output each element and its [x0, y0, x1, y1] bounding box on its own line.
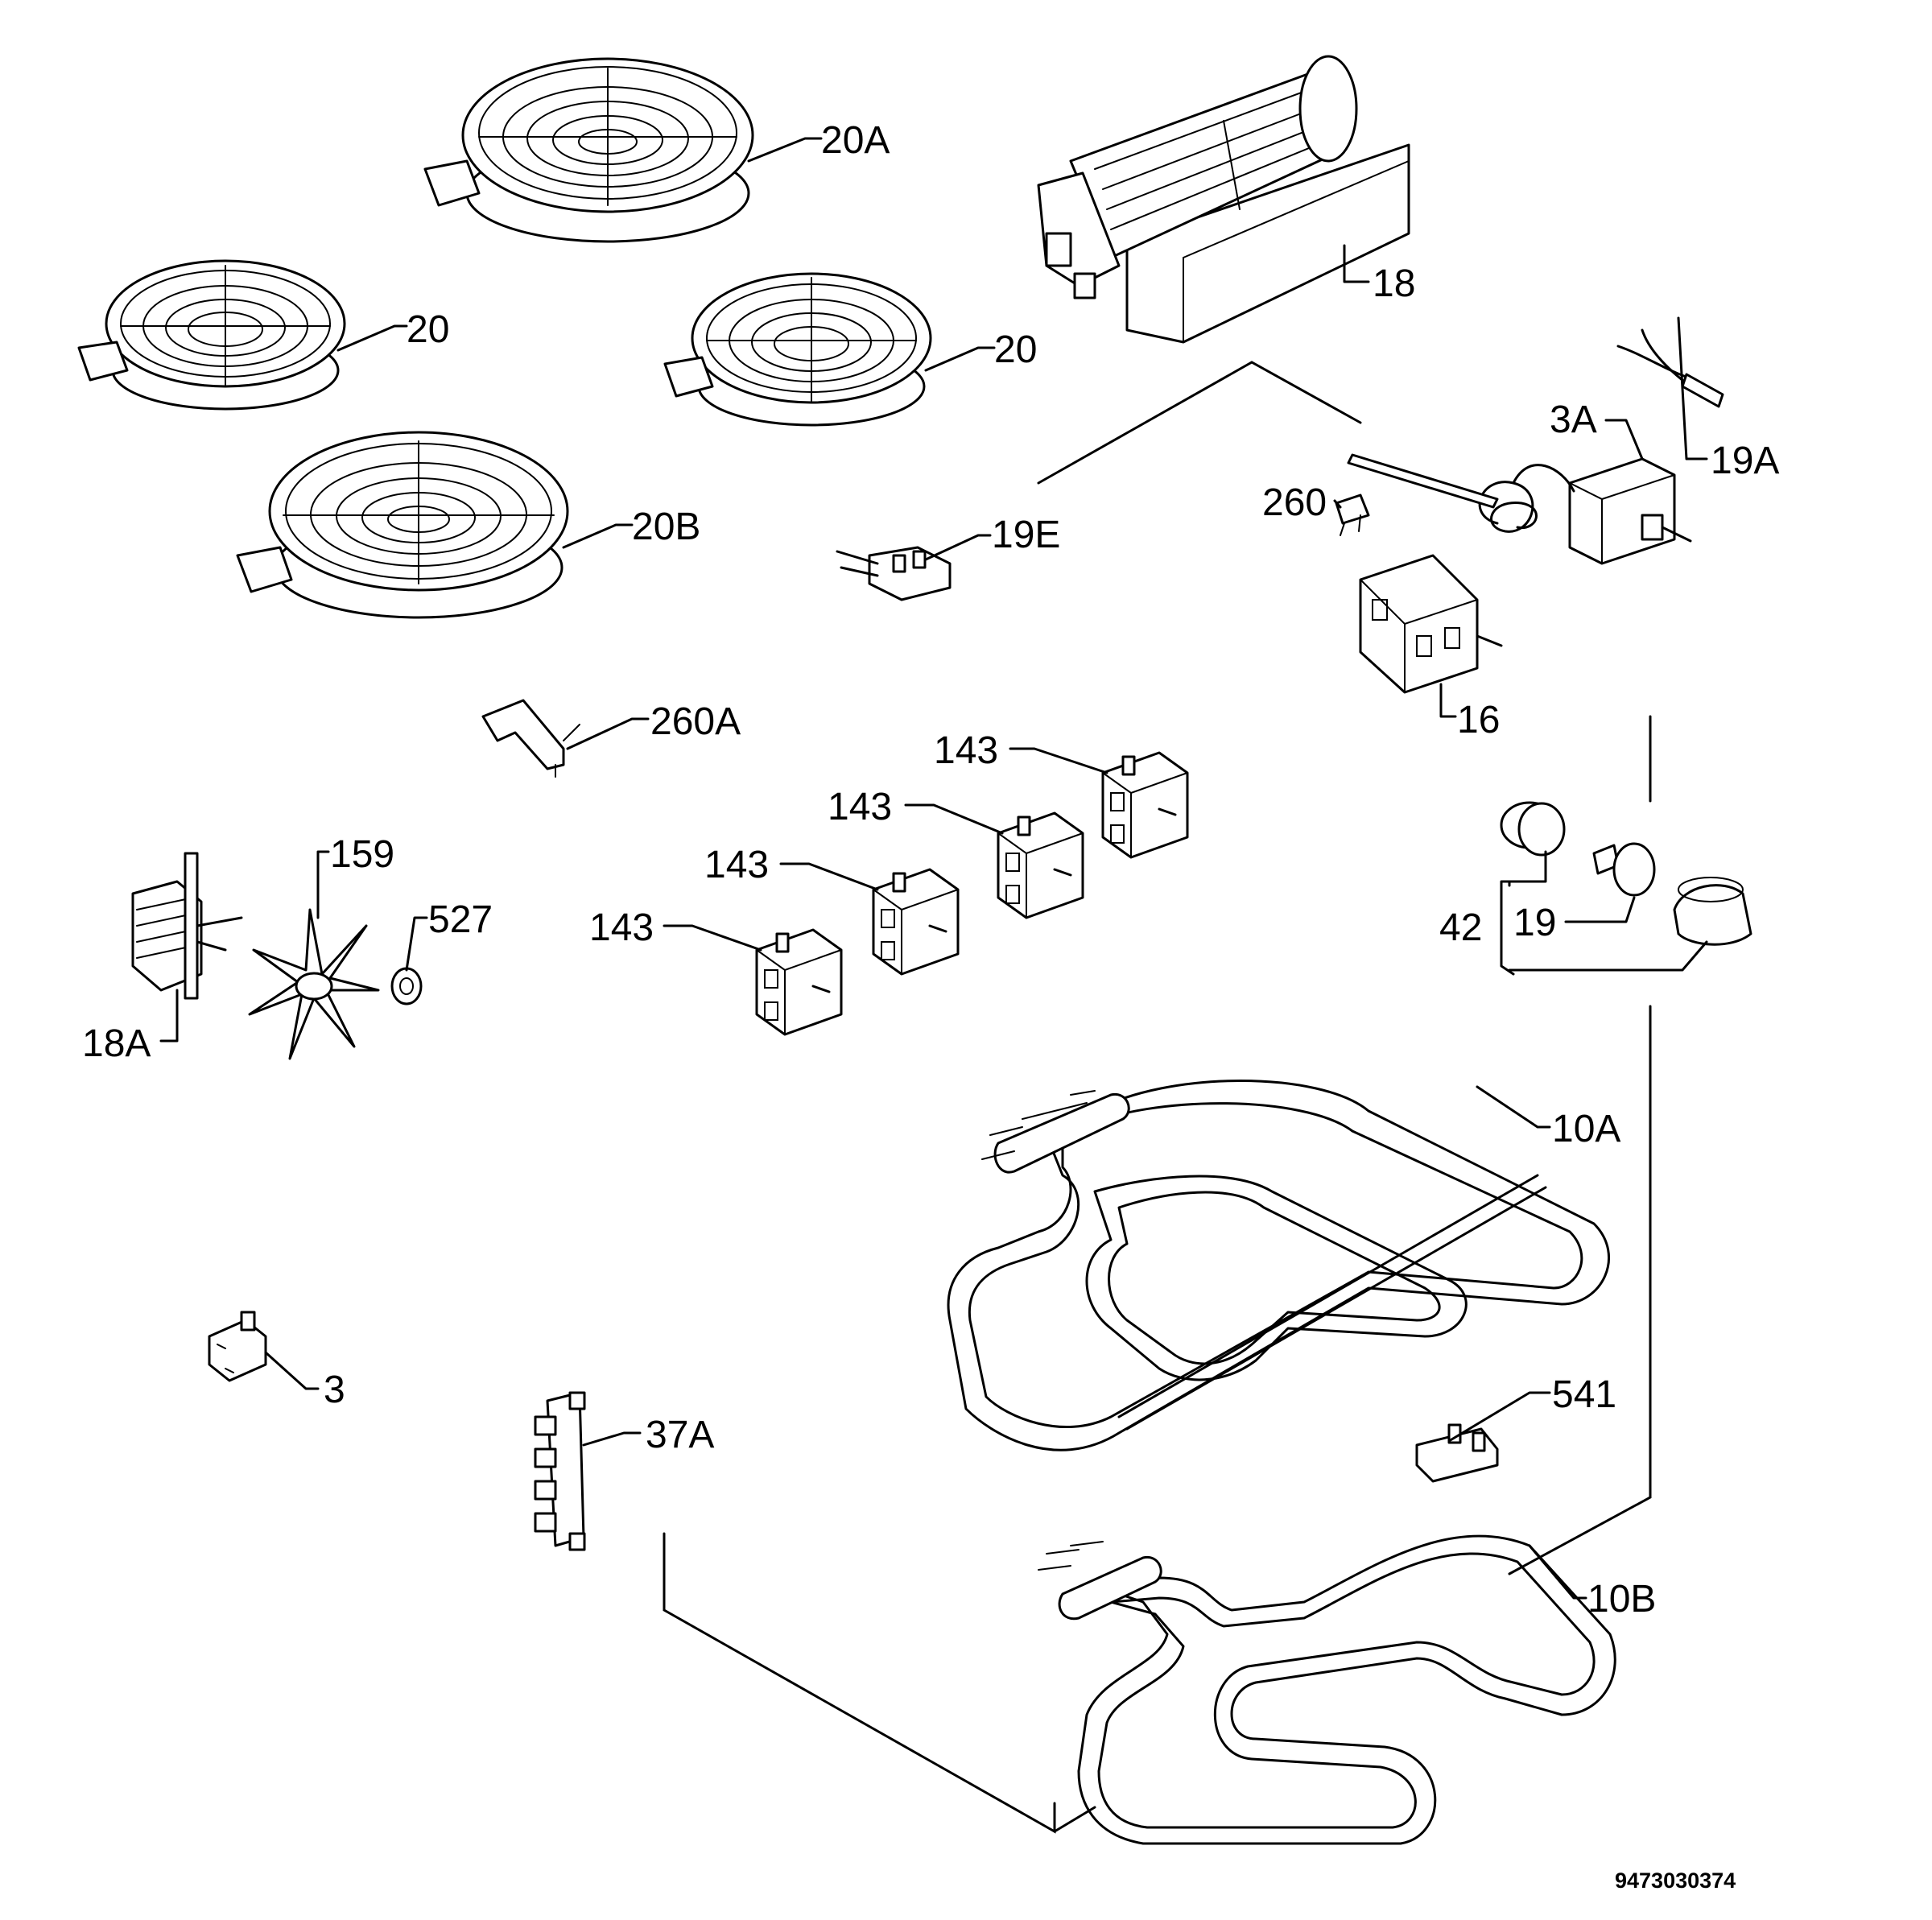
selector-switch-16: [1359, 554, 1503, 694]
document-number: 9473030374: [1615, 1868, 1736, 1893]
label-42: 42: [1439, 906, 1482, 949]
bracket-260a: [481, 699, 580, 778]
hotplate-20b: [236, 431, 569, 619]
leader-lines: [159, 137, 1708, 1600]
grill-element-10a: [947, 1080, 1610, 1451]
energy-regulator-143-b: [997, 811, 1084, 919]
label-19a: 19A: [1711, 440, 1779, 482]
label-16: 16: [1457, 699, 1500, 741]
label-18a: 18A: [82, 1022, 151, 1065]
fan-blade-159: [248, 908, 380, 1060]
label-143-1: 143: [934, 729, 998, 772]
hotplate-20a: [423, 57, 754, 243]
energy-regulator-143-d: [755, 928, 843, 1036]
label-20-right: 20: [994, 328, 1037, 371]
label-18: 18: [1373, 262, 1415, 305]
energy-regulator-143-a: [1101, 751, 1189, 859]
energy-regulator-143-c: [872, 868, 960, 976]
label-541: 541: [1552, 1373, 1616, 1416]
nut-527: [390, 967, 423, 1005]
clip-260: [1335, 493, 1370, 536]
label-3: 3: [324, 1369, 345, 1411]
label-3a: 3A: [1550, 398, 1597, 441]
hotplate-20-right: [663, 272, 932, 427]
clip-3: [208, 1311, 267, 1382]
label-20a: 20A: [821, 119, 890, 162]
thermostat-3a: [1347, 453, 1692, 565]
label-19e: 19E: [992, 514, 1060, 556]
label-19: 19: [1513, 902, 1556, 944]
label-260: 260: [1262, 481, 1327, 524]
label-527: 527: [428, 898, 493, 941]
label-260a: 260A: [650, 700, 741, 743]
label-143-2: 143: [828, 786, 892, 828]
label-20-left: 20: [407, 308, 449, 351]
bottom-element-10b: [1038, 1534, 1616, 1845]
label-159: 159: [330, 833, 394, 876]
label-10a: 10A: [1552, 1108, 1620, 1150]
label-37a: 37A: [646, 1414, 714, 1456]
part-labels: 20A 20 20 20B 18 3A 19A 260 19E 16 260A …: [82, 119, 1779, 1893]
terminal-19e: [836, 546, 952, 601]
label-10b: 10B: [1587, 1578, 1656, 1621]
label-20b: 20B: [632, 506, 700, 548]
assembly-guide-lines: [663, 361, 1652, 1834]
label-143-4: 143: [589, 906, 654, 949]
label-143-3: 143: [704, 844, 769, 886]
terminal-541: [1415, 1423, 1499, 1483]
terminal-block-37a: [534, 1391, 586, 1551]
oven-lamp-42: [1500, 801, 1752, 946]
sensor-19a: [1616, 328, 1724, 408]
fan-motor-18a: [131, 852, 243, 1000]
hotplate-20-left: [77, 259, 346, 411]
tangential-fan-18: [1037, 55, 1410, 344]
